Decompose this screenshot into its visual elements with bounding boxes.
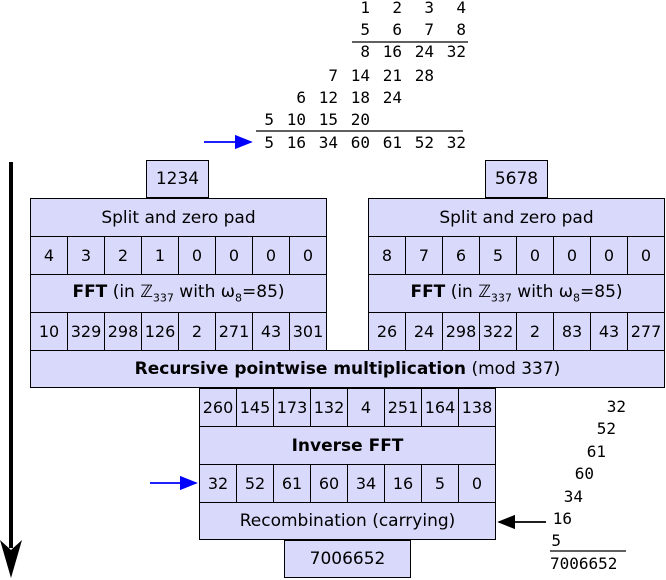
right-transformed-cell: 26 <box>368 312 406 351</box>
right-transformed-cell: 24 <box>405 312 443 351</box>
carry-term: 5 <box>551 531 561 550</box>
recombination-label: Recombination (carrying) <box>239 511 456 531</box>
left-input-value: 1234 <box>155 169 200 189</box>
long-mult-digit: 2 <box>392 0 402 17</box>
product-cell: 138 <box>458 388 496 427</box>
long-mult-digit: 10 <box>286 110 306 129</box>
long-mult-digit: 52 <box>414 133 434 152</box>
long-mult-digit: 8 <box>456 20 466 39</box>
long-mult-digit: 5 <box>264 133 274 152</box>
long-mult-digit: 6 <box>392 20 402 39</box>
long-mult-digit: 60 <box>350 133 370 152</box>
long-mult-digit: 14 <box>350 66 370 85</box>
product-cell: 251 <box>384 388 422 427</box>
long-mult-digit: 4 <box>456 0 466 17</box>
right-padded-cell: 5 <box>479 236 517 275</box>
result-box: 7006652 <box>284 540 411 578</box>
left-padded-cell: 2 <box>104 236 142 275</box>
long-mult-digit: 61 <box>382 133 402 152</box>
left-transformed-cell: 2 <box>178 312 216 351</box>
long-mult-digit: 20 <box>350 110 370 129</box>
right-padded-cell: 0 <box>516 236 554 275</box>
right-split-box: Split and zero pad <box>368 198 665 237</box>
long-mult-digit: 5 <box>264 110 274 129</box>
flow-down-arrow <box>0 162 22 578</box>
right-split-label: Split and zero pad <box>439 207 594 228</box>
left-padded-cell: 0 <box>289 236 327 275</box>
long-mult-digit: 24 <box>382 88 402 107</box>
carry-total: 7006652 <box>550 554 618 573</box>
right-padded-cell: 0 <box>590 236 628 275</box>
right-fft-box: FFT (in ℤ337 with ω8=85) <box>368 274 665 313</box>
right-padded-cell: 6 <box>442 236 480 275</box>
long-mult-digit: 21 <box>382 66 402 85</box>
long-mult-digit: 3 <box>424 0 434 17</box>
carry-term: 34 <box>563 487 583 506</box>
right-transformed-cell: 322 <box>479 312 517 351</box>
long-mult-digit: 32 <box>446 42 466 61</box>
long-mult-digit: 32 <box>446 133 466 152</box>
result-value: 7006652 <box>309 549 386 569</box>
carry-term: 52 <box>596 419 616 438</box>
left-input-box: 1234 <box>146 160 209 198</box>
right-transformed-cell: 277 <box>627 312 665 351</box>
left-transformed-cell: 10 <box>30 312 68 351</box>
recombination-box: Recombination (carrying) <box>199 502 496 540</box>
right-input-box: 5678 <box>485 160 548 198</box>
carry-term: 32 <box>606 397 626 416</box>
long-mult-digit: 5 <box>360 20 370 39</box>
long-mult-digit: 12 <box>318 88 338 107</box>
right-transformed-cell: 2 <box>516 312 554 351</box>
long-mult-digit: 28 <box>414 66 434 85</box>
pointwise-multiplication-box: Recursive pointwise multiplication (mod … <box>30 350 665 388</box>
long-mult-digit: 15 <box>318 110 338 129</box>
long-mult-digit: 1 <box>360 0 370 17</box>
left-split-label: Split and zero pad <box>101 207 256 228</box>
left-transformed-cell: 43 <box>252 312 290 351</box>
right-padded-cell: 0 <box>627 236 665 275</box>
carry-term: 60 <box>574 464 594 483</box>
product-cell: 132 <box>310 388 348 427</box>
long-mult-digit: 18 <box>350 88 370 107</box>
long-mult-digit: 7 <box>328 66 338 85</box>
left-split-box: Split and zero pad <box>30 198 327 237</box>
right-transformed-cell: 43 <box>590 312 628 351</box>
right-fft-label: FFT (in ℤ337 with ω8=85) <box>410 282 623 305</box>
left-transformed-cell: 301 <box>289 312 327 351</box>
long-mult-digit: 16 <box>286 133 306 152</box>
product-cell: 173 <box>273 388 311 427</box>
left-padded-cell: 4 <box>30 236 68 275</box>
carry-term: 61 <box>586 442 606 461</box>
long-mult-digit: 8 <box>360 42 370 61</box>
left-transformed-cell: 126 <box>141 312 179 351</box>
right-transformed-cell: 83 <box>553 312 591 351</box>
left-transformed-cell: 271 <box>215 312 253 351</box>
inverse-fft-label: Inverse FFT <box>291 435 404 456</box>
left-transformed-cell: 298 <box>104 312 142 351</box>
left-fft-label: FFT (in ℤ337 with ω8=85) <box>72 282 285 305</box>
long-mult-digit: 16 <box>382 42 402 61</box>
carry-term: 16 <box>552 509 572 528</box>
inverse-fft-box: Inverse FFT <box>199 426 496 465</box>
left-padded-cell: 0 <box>178 236 216 275</box>
long-mult-digit: 24 <box>414 42 434 61</box>
left-padded-cell: 3 <box>67 236 105 275</box>
pointwise-label: Recursive pointwise multiplication (mod … <box>134 359 561 379</box>
long-mult-digit: 6 <box>296 88 306 107</box>
long-mult-digit: 34 <box>318 133 338 152</box>
right-input-value: 5678 <box>494 169 539 189</box>
coefficient-cell: 0 <box>458 464 496 503</box>
long-mult-digit: 7 <box>424 20 434 39</box>
